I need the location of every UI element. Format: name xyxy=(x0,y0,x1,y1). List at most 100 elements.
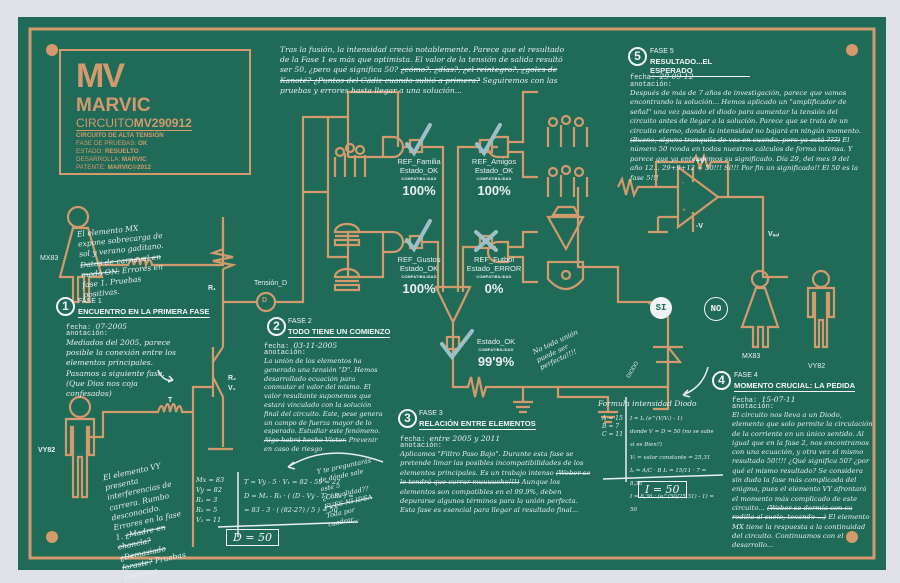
phase-3-date: fecha: entre 2005 y 2011 xyxy=(400,434,501,444)
phase-1-text: Mediados del 2005, parece posible la con… xyxy=(66,338,176,399)
phase-1-label: FASE 1 xyxy=(78,298,102,305)
corner-dot xyxy=(846,531,858,543)
arrow-icon xyxy=(682,366,709,398)
opamp-out-label: Vₛₐₗ xyxy=(768,231,780,238)
and-gate xyxy=(368,230,405,279)
phase-3-annot-key: anotación: xyxy=(400,442,443,450)
phase-3-label: FASE 3 xyxy=(419,410,443,417)
intro-note: Tras la fusión, la intensidad creció not… xyxy=(280,45,565,95)
resistor-label: R₁ xyxy=(208,285,216,292)
phase-5-date: fecha: 29-09-12 xyxy=(630,72,694,82)
logo-box-border xyxy=(59,49,251,175)
phase-1-date: fecha: 07-2005 xyxy=(66,322,127,332)
outer-border xyxy=(28,27,876,560)
friends-group-icon-2 xyxy=(546,164,589,197)
transistor-v-label: V₁ xyxy=(228,385,236,392)
opamp-minus: - xyxy=(682,180,685,187)
transistor-t-label: T xyxy=(168,397,173,404)
arrow-icon xyxy=(287,452,384,470)
vy-label: VY82 xyxy=(38,447,56,454)
football-crest-icon xyxy=(546,205,585,252)
circuit-subtitle: CIRCUITO DE ALTA TENSIÓN xyxy=(76,132,164,139)
wire xyxy=(98,256,225,270)
circuit-prefix: CIRCUITO xyxy=(76,116,134,130)
meta-row: ESTADO: RESUELTO xyxy=(76,148,139,155)
corner-dots xyxy=(46,44,858,543)
mx83-figure-icon xyxy=(58,205,104,304)
formula-i-title: Formula intensidad Diodo xyxy=(598,399,697,408)
phase-4-label: FASE 4 xyxy=(734,372,758,379)
phase-2-date: fecha: 03-11-2005 xyxy=(264,341,338,351)
diode xyxy=(653,343,683,364)
ground-icon xyxy=(556,387,618,424)
corner-dot xyxy=(46,531,58,543)
phase-4-text: El circuito nos lleva a un Diodo, elemen… xyxy=(732,411,873,550)
phase-1-title: ENCUENTRO EN LA PRIMERA FASE xyxy=(78,307,210,318)
brand-name: MARVIC xyxy=(76,95,151,116)
phase-4-title: MOMENTO CRUCIAL: LA PEDIDA xyxy=(734,381,856,392)
formula-i-lines: I = Iₛ (e^(V/Vₜ) - 1)donde V = D = 50 (n… xyxy=(630,416,715,513)
phase-3-number: 3 xyxy=(398,409,417,428)
and-gate xyxy=(368,90,405,159)
resistor-r1 xyxy=(209,227,237,302)
check-icon xyxy=(405,123,432,157)
right-vy-label: VY82 xyxy=(808,363,826,370)
check-icon xyxy=(405,219,432,253)
phase-1-annot-key: anotación: xyxy=(66,330,109,338)
meta-row: PATENTE: MARVIC©2012 xyxy=(76,164,151,171)
opamp-plus: + xyxy=(682,207,687,214)
right-mx-label: MX83 xyxy=(742,353,761,360)
vy82-figure-icon xyxy=(64,395,96,499)
phase-5-annot-key: anotación: xyxy=(630,81,673,89)
circuit-code: MV290912 xyxy=(133,116,192,130)
yes-badge[interactable]: SI xyxy=(650,297,672,319)
right-mx83-figure-icon xyxy=(740,269,780,349)
mx-label: MX83 xyxy=(40,255,59,262)
cross-icon xyxy=(474,230,498,252)
meta-row: FASE DE PRUEBAS: OK xyxy=(76,140,148,147)
no-badge[interactable]: NO xyxy=(704,297,728,321)
merge-gate xyxy=(434,285,472,325)
corner-dot xyxy=(46,44,58,56)
curved-arrow-icon xyxy=(157,369,174,383)
phase-5-number: 5 xyxy=(628,47,647,66)
formula-d-axes xyxy=(217,472,359,537)
phase-2-text: La unión de los elementos ha generado un… xyxy=(264,357,383,453)
phase-2-number: 2 xyxy=(267,317,286,336)
transistor-r-label: R₂ xyxy=(228,375,237,382)
burger-icon-2 xyxy=(333,267,361,292)
phase-2-annot-key: anotación: xyxy=(264,349,307,357)
phase-4-number: 4 xyxy=(712,371,731,390)
phase-1-number: 1 xyxy=(56,297,75,316)
formula-d-result: D = 50 xyxy=(226,529,280,546)
op-amp xyxy=(676,164,720,230)
burger-icon xyxy=(333,222,361,247)
resistor xyxy=(617,175,656,199)
family-group-icon xyxy=(333,142,367,177)
phase-4-date: fecha: 15-07-11 xyxy=(732,395,796,405)
low-pass-filter xyxy=(451,349,670,398)
logo-mark: MV xyxy=(76,57,125,95)
phase-5-label: FASE 5 xyxy=(650,48,674,55)
opamp-pos-label: +V xyxy=(696,158,705,165)
transistor xyxy=(191,346,225,547)
status-box xyxy=(478,234,494,250)
header-meta: FASE DE PRUEBAS: OK ESTADO: RESUELTO DES… xyxy=(76,140,151,172)
formula-i-result: I = 50 xyxy=(638,481,687,498)
circuit-id: CIRCUITOMV290912 xyxy=(76,116,192,131)
phase-2-label: FASE 2 xyxy=(288,318,312,325)
phase-3-title: RELACIÓN ENTRE ELEMENTOS xyxy=(419,419,536,430)
friends-group-icon xyxy=(546,114,589,147)
phase-3-text: Aplicamos "Filtro Paso Bajo". Durante es… xyxy=(400,450,591,515)
phase-5-text: Después de más de 7 años de investigació… xyxy=(630,89,862,182)
ground-icon xyxy=(513,387,533,414)
circuit-diagram xyxy=(28,27,876,560)
mx-note: El elemento MX expone sobrecarga de sol … xyxy=(76,223,164,300)
